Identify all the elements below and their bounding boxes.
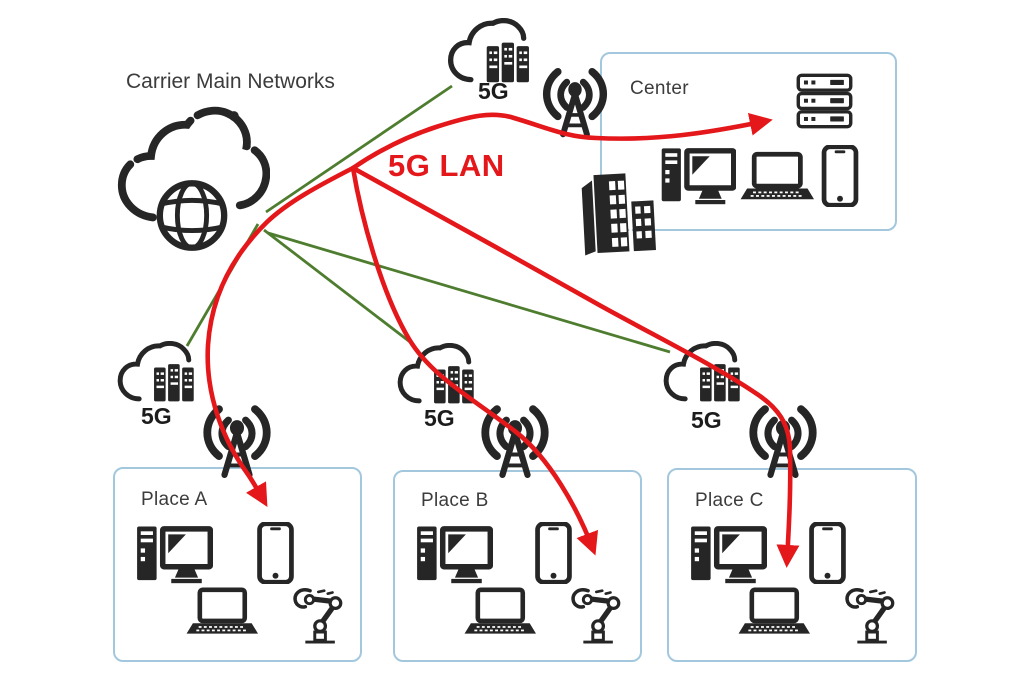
server-rack-icon-center (796, 71, 853, 131)
site-label-place-c: Place C (695, 490, 764, 511)
5g-cloud-servers-icon-c (663, 341, 747, 403)
robot-arm-icon-a (290, 586, 349, 645)
office-building-icon-center (569, 154, 670, 261)
5g-label-place-b: 5G (424, 405, 455, 431)
antenna-tower-icon-top (534, 64, 616, 142)
site-label-place-b: Place B (421, 490, 489, 511)
site-label-place-a: Place A (141, 489, 208, 510)
smartphone-icon-b (534, 522, 573, 584)
5g-lan-label: 5G LAN (388, 148, 505, 183)
laptop-icon-b (464, 586, 536, 638)
5g-cloud-servers-icon-a (117, 341, 201, 403)
desktop-computer-icon-c (689, 524, 767, 585)
smartphone-icon-center (820, 145, 860, 207)
5g-cloud-servers-icon-b (397, 343, 481, 405)
robot-arm-icon-b (568, 586, 627, 645)
laptop-icon-a (186, 586, 258, 638)
laptop-icon-center (740, 151, 814, 203)
smartphone-icon-a (256, 522, 295, 584)
site-label-center: Center (630, 78, 689, 99)
antenna-tower-icon-b (472, 402, 558, 482)
5g-label-place-c: 5G (691, 407, 722, 433)
carrier-network-title: Carrier Main Networks (126, 70, 335, 93)
desktop-computer-icon-a (135, 524, 213, 585)
carrier-cloud-globe-icon (114, 100, 270, 252)
green-link-carrier-to-5g-b (263, 228, 415, 347)
antenna-tower-icon-c (740, 402, 826, 482)
smartphone-icon-c (808, 522, 847, 584)
desktop-computer-icon-b (415, 524, 493, 585)
antenna-tower-icon-a (194, 402, 280, 482)
robot-arm-icon-c (842, 586, 901, 645)
laptop-icon-c (738, 586, 810, 638)
5g-label-top: 5G (478, 78, 509, 104)
5g-cloud-servers-icon-top (448, 18, 536, 84)
5g-label-place-a: 5G (141, 403, 172, 429)
desktop-computer-icon-center (660, 146, 736, 206)
